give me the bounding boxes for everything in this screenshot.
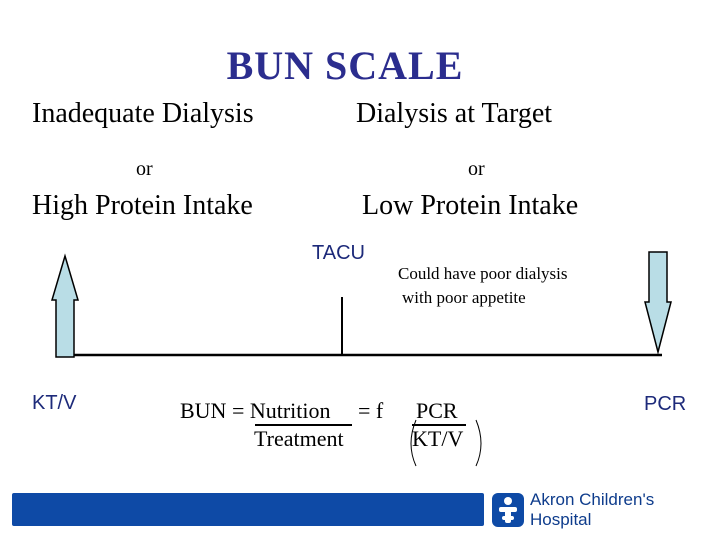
note-line-2: with poor appetite (402, 288, 526, 307)
left-axis-label: KT/V (32, 392, 77, 414)
right-paren-icon (475, 419, 482, 467)
equation-rhs-denominator: KT/V (412, 426, 464, 451)
footer-bar (12, 493, 484, 526)
equation-lhs-denominator: Treatment (254, 426, 344, 451)
right-axis-label: PCR (644, 393, 687, 415)
left-paren-icon (410, 419, 417, 467)
left-or: or (136, 158, 153, 180)
equation-lhs-numerator: BUN = Nutrition (180, 398, 331, 423)
equation-rhs-numerator: PCR (416, 398, 458, 423)
hospital-logo: Akron Children's Hospital (492, 490, 720, 529)
left-condition-1: Inadequate Dialysis (32, 98, 254, 129)
right-condition-2: Low Protein Intake (362, 190, 579, 221)
right-condition-1: Dialysis at Target (356, 98, 553, 129)
up-arrow-icon (50, 253, 80, 358)
marker-label: TACU (312, 242, 365, 264)
down-arrow-icon (644, 251, 672, 355)
hospital-name: Akron Children's Hospital (530, 490, 655, 529)
slide-title: BUN SCALE (226, 43, 464, 88)
left-condition-2: High Protein Intake (32, 190, 253, 221)
equation-operator: = f (358, 398, 384, 423)
right-or: or (468, 158, 485, 180)
note-line-1: Could have poor dialysis (398, 264, 568, 283)
hospital-logo-icon (492, 493, 524, 527)
